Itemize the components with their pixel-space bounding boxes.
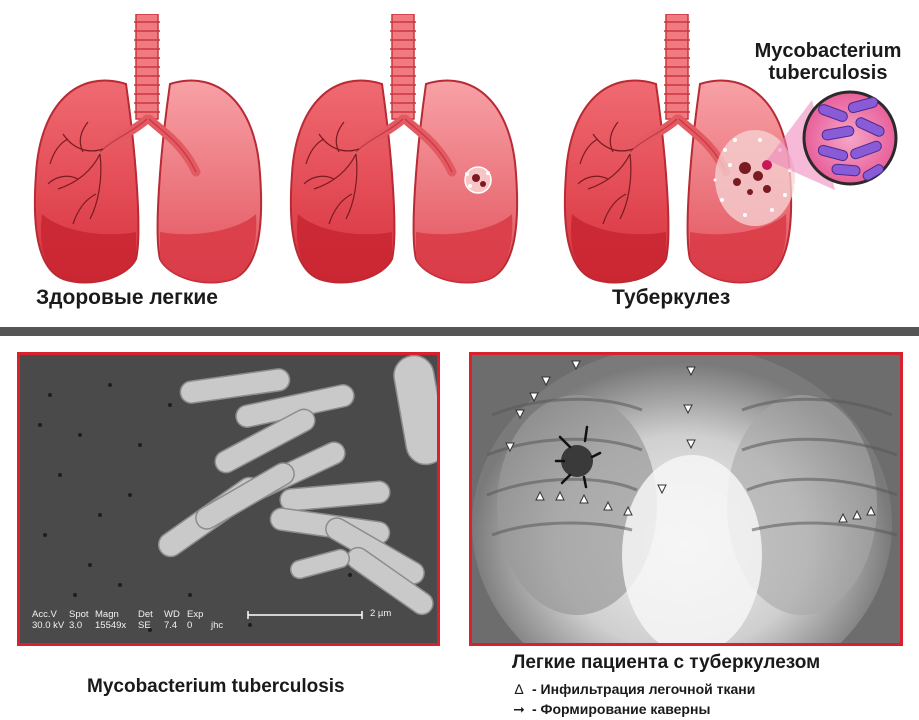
bacteria-focus <box>762 160 772 170</box>
meta-header-wd: WD <box>164 609 180 620</box>
scale-bar-label: 2 µm <box>370 608 392 619</box>
meta-header-exp: Exp <box>187 609 204 620</box>
meta-header-magn: Magn <box>95 609 119 620</box>
sem-metadata: Acc.V Spot Magn Det WD Exp 30.0 kV 3.0 1… <box>32 609 223 631</box>
early-lesion <box>464 166 492 194</box>
sem-bacilli <box>157 355 437 616</box>
section-divider <box>0 327 919 336</box>
inset-label: Mycobacterium tuberculosis <box>748 40 908 84</box>
lungs-illustration <box>0 0 898 330</box>
scale-bar <box>247 611 363 619</box>
sem-image-panel: Acc.V Spot Magn Det WD Exp 30.0 kV 3.0 1… <box>17 352 440 646</box>
caption-tuberculosis: Туберкулез <box>612 286 731 309</box>
sem-meta-headers: Acc.V Spot Magn Det WD Exp <box>32 609 223 620</box>
meta-value-exp: 0 <box>187 620 193 631</box>
sem-micrograph <box>20 355 437 643</box>
caption-sem: Mycobacterium tuberculosis <box>87 676 345 697</box>
meta-value-magn: 15549x <box>95 620 127 631</box>
legend-item-infiltration: ∆ - Инфильтрация легочной ткани <box>512 679 756 699</box>
healthy-lungs <box>35 14 261 282</box>
meta-value-spot: 3.0 <box>69 620 83 631</box>
legend-text-cavity: - Формирование каверны <box>532 701 711 717</box>
early-tb-lungs <box>291 14 517 282</box>
meta-header-det: Det <box>138 609 153 620</box>
legend-item-cavity: ➞ - Формирование каверны <box>512 699 755 719</box>
meta-value-wd: 7.4 <box>164 620 178 631</box>
xray-image-panel <box>469 352 903 646</box>
chest-xray <box>472 355 900 643</box>
caption-xray: Легкие пациента с туберкулезом <box>512 652 821 673</box>
meta-extra: jhc <box>211 620 224 631</box>
cavity-arrows <box>554 425 602 489</box>
caption-healthy-lungs: Здоровые легкие <box>36 286 218 309</box>
inset-label-line2: tuberculosis <box>768 62 888 84</box>
inset-label-line1: Mycobacterium <box>754 40 902 62</box>
sem-meta-values: 30.0 kV 3.0 15549x SE 7.4 0 jhc <box>32 620 223 631</box>
xray-legend: ∆ - Инфильтрация легочной ткани ➞ - Форм… <box>512 679 755 719</box>
cavity <box>561 445 593 477</box>
meta-value-accv: 30.0 kV <box>32 620 65 631</box>
triangle-outline-icon: ∆ <box>514 681 524 697</box>
bacteria-inset-icon <box>802 90 898 186</box>
meta-header-accv: Acc.V <box>32 609 57 620</box>
infiltration-markers <box>505 360 876 523</box>
meta-value-det: SE <box>138 620 151 631</box>
arrow-icon: ➞ <box>513 701 525 717</box>
legend-text-infiltration: - Инфильтрация легочной ткани <box>532 681 756 697</box>
ribs <box>486 397 898 537</box>
meta-header-spot: Spot <box>69 609 89 620</box>
